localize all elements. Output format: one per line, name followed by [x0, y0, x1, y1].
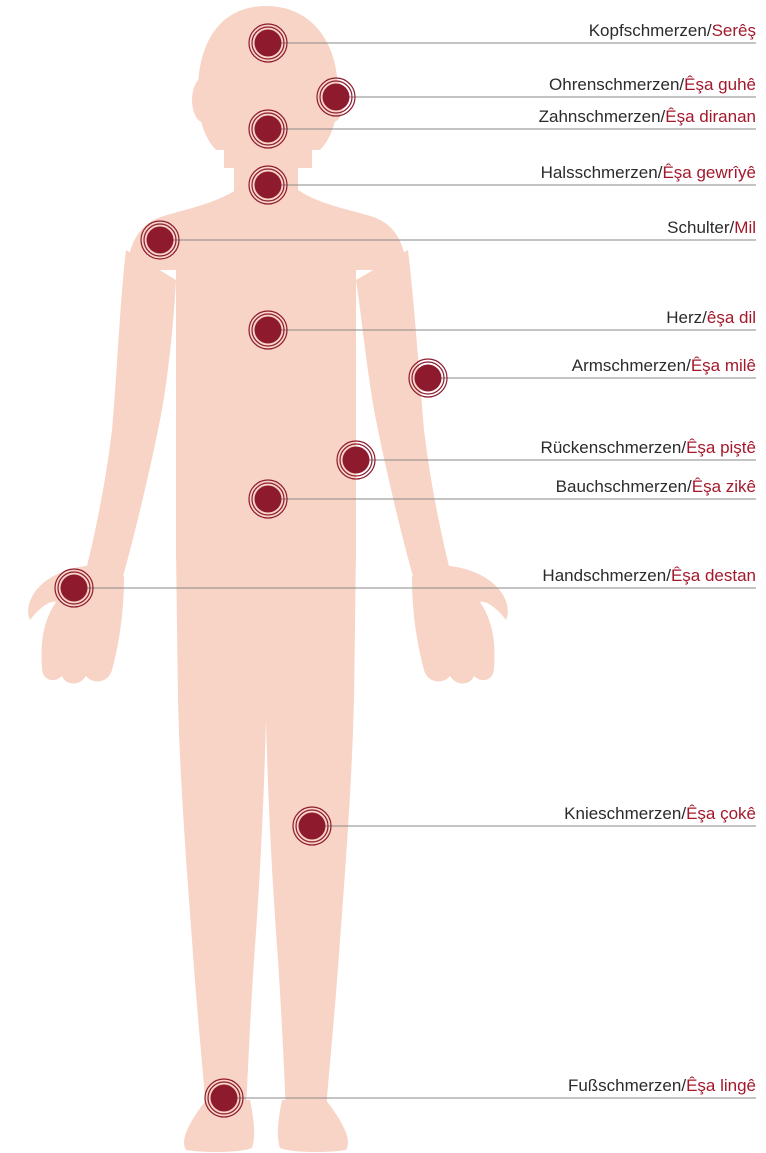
label-german-knee: Knieschmerzen [564, 804, 681, 823]
label-german-hand: Handschmerzen [542, 566, 666, 585]
label-kurdish-head: Serêş [712, 21, 756, 40]
label-german-head: Kopfschmerzen [589, 21, 707, 40]
label-arm: Armschmerzen/Êşa milê [572, 356, 756, 376]
pain-marker-heart [255, 317, 282, 344]
label-german-foot: Fußschmerzen [568, 1076, 681, 1095]
label-german-heart: Herz [666, 308, 702, 327]
left-leg-shape [176, 550, 266, 1110]
pain-marker-belly [255, 486, 282, 513]
label-knee: Knieschmerzen/Êşa çokê [564, 804, 756, 824]
label-heart: Herz/êşa dil [666, 308, 756, 328]
label-german-arm: Armschmerzen [572, 356, 686, 375]
pain-marker-ear [323, 84, 350, 111]
label-kurdish-hand: Êşa destan [671, 566, 756, 585]
label-kurdish-foot: Êşa lingê [686, 1076, 756, 1095]
right-foot-shape [278, 1100, 348, 1152]
label-kurdish-back: Êşa piştê [686, 438, 756, 457]
pain-marker-arm [415, 365, 442, 392]
label-german-shoulder: Schulter [667, 218, 729, 237]
right-hand-shape [412, 566, 508, 684]
label-kurdish-ear: Êşa guhê [684, 75, 756, 94]
pain-marker-hand [61, 575, 88, 602]
right-arm-shape [356, 250, 450, 580]
left-arm-shape [86, 250, 176, 580]
left-ear-shape [192, 78, 214, 122]
label-german-back: Rückenschmerzen [541, 438, 682, 457]
label-kurdish-belly: Êşa zikê [692, 477, 756, 496]
label-hand: Handschmerzen/Êşa destan [542, 566, 756, 586]
pain-marker-head [255, 30, 282, 57]
label-kurdish-throat: Êşa gewrîyê [662, 163, 756, 182]
label-foot: Fußschmerzen/Êşa lingê [568, 1076, 756, 1096]
pain-marker-tooth [255, 116, 282, 143]
label-kurdish-arm: Êşa milê [691, 356, 756, 375]
label-kurdish-shoulder: Mil [734, 218, 756, 237]
pain-marker-shoulder [147, 227, 174, 254]
label-german-ear: Ohrenschmerzen [549, 75, 679, 94]
label-kurdish-tooth: Êşa diranan [665, 107, 756, 126]
label-back: Rückenschmerzen/Êşa piştê [541, 438, 756, 458]
label-throat: Halsschmerzen/Êşa gewrîyê [541, 163, 756, 183]
pain-marker-throat [255, 172, 282, 199]
label-shoulder: Schulter/Mil [667, 218, 756, 238]
label-german-tooth: Zahnschmerzen [539, 107, 661, 126]
label-kurdish-heart: êşa dil [707, 308, 756, 327]
label-tooth: Zahnschmerzen/Êşa diranan [539, 107, 756, 127]
label-head: Kopfschmerzen/Serêş [589, 21, 756, 41]
label-kurdish-knee: Êşa çokê [686, 804, 756, 823]
pain-marker-foot [211, 1085, 238, 1112]
label-ear: Ohrenschmerzen/Êşa guhê [549, 75, 756, 95]
label-belly: Bauchschmerzen/Êşa zikê [556, 477, 756, 497]
label-german-throat: Halsschmerzen [541, 163, 658, 182]
pain-marker-knee [299, 813, 326, 840]
pain-marker-back [343, 447, 370, 474]
label-german-belly: Bauchschmerzen [556, 477, 687, 496]
